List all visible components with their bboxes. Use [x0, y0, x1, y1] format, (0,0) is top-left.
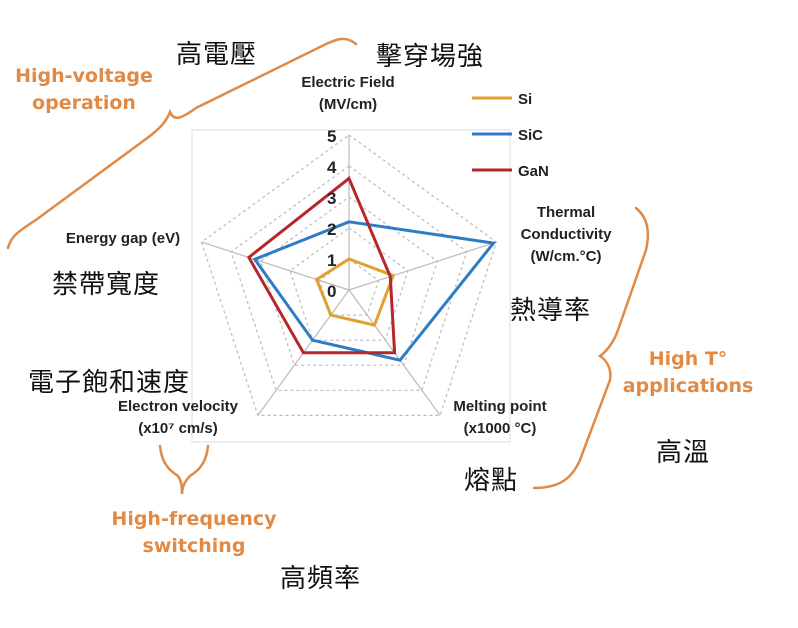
cn-melting-point: 熔點	[464, 466, 519, 496]
legend-label-si: Si	[518, 91, 532, 108]
axis-label-line: Melting point	[453, 398, 547, 415]
series-si	[314, 257, 396, 327]
axis-label-line: Electric Field	[301, 74, 395, 91]
annotation-line: applications	[622, 375, 754, 397]
tick-label: 0	[327, 282, 336, 301]
cn-high-temp: 高溫	[656, 438, 711, 468]
annotation-line: switching	[142, 535, 246, 557]
axis-spoke	[348, 241, 497, 291]
annotation-line: High-voltage	[15, 65, 153, 87]
tick-label: 2	[327, 220, 336, 239]
cn-breakdown-field: 擊穿場強	[376, 42, 485, 72]
cn-thermal-conductivity: 熱導率	[510, 296, 592, 326]
axis-label-line: Conductivity	[520, 226, 612, 243]
annotation-high-frequency: High-frequency switching	[94, 506, 294, 560]
axis-label-line: Thermal	[536, 204, 596, 221]
axis-label-melting-point: Melting point (x1000 °C)	[430, 396, 570, 440]
cn-band-gap: 禁帶寬度	[52, 270, 161, 300]
cn-high-voltage: 高電壓	[176, 40, 258, 70]
axis-label-electron-velocity: Electron velocity (x10⁷ cm/s)	[98, 396, 258, 440]
axis-label-energy-gap: Energy gap (eV)	[48, 228, 198, 250]
tick-label: 3	[327, 189, 336, 208]
brace-high-temp	[532, 206, 650, 490]
cn-high-frequency: 高頻率	[280, 564, 362, 594]
axis-label-thermal-conductivity: Thermal Conductivity (W/cm.°C)	[486, 202, 646, 268]
axis-spoke	[201, 241, 350, 291]
legend-label-sic: SiC	[518, 127, 543, 144]
axis-label-line: Electron velocity	[117, 398, 239, 415]
series-sic	[252, 220, 497, 362]
axis-label-line: (x1000 °C)	[463, 420, 537, 437]
axis-label-line: (x10⁷ cm/s)	[138, 420, 218, 437]
cn-electron-saturation-velocity: 電子飽和速度	[28, 368, 191, 398]
annotation-line: High T°	[648, 348, 728, 370]
series-gan	[246, 176, 397, 355]
brace-high-frequency	[158, 444, 210, 495]
annotation-high-temp: High T° applications	[608, 346, 768, 400]
annotation-high-voltage: High-voltage operation	[0, 63, 168, 117]
grid-ring	[318, 258, 380, 316]
plot-frame	[191, 129, 511, 443]
tick-label: 4	[327, 158, 337, 177]
grid-ring	[259, 196, 439, 366]
brace-high-voltage	[6, 37, 358, 250]
axis-label-line: (MV/cm)	[318, 96, 378, 113]
axis-label-electric-field: Electric Field (MV/cm)	[268, 72, 428, 116]
axis-label-line: (W/cm.°C)	[530, 248, 602, 265]
grid-ring	[289, 227, 409, 341]
tick-label: 5	[327, 127, 336, 146]
legend-label-gan: GaN	[518, 163, 549, 180]
tick-label: 1	[327, 251, 336, 270]
annotation-line: operation	[32, 92, 136, 114]
axis-label-line: Energy gap (eV)	[65, 230, 181, 247]
grid-ring	[200, 134, 498, 416]
annotation-line: High-frequency	[111, 508, 277, 530]
